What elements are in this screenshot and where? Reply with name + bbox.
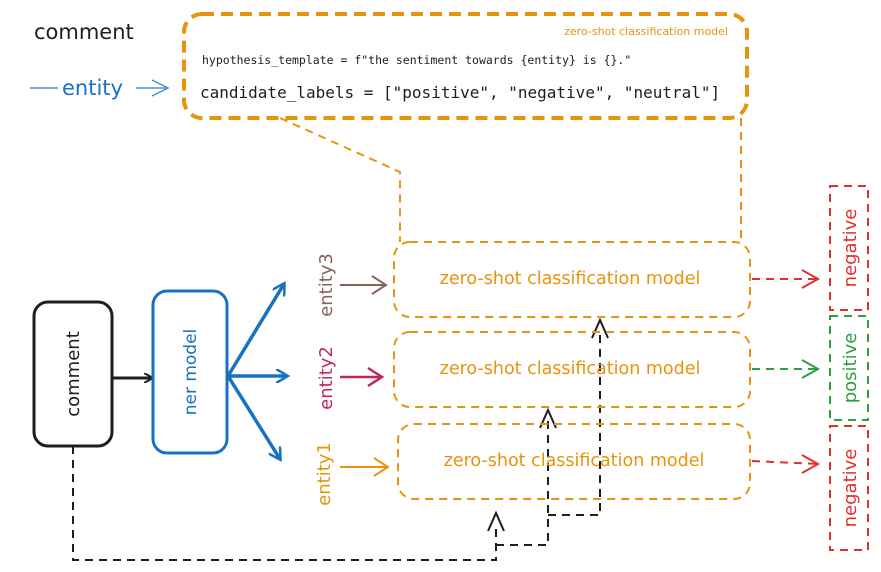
comment-box-label: comment [63,331,84,417]
entity3-arrow [340,275,388,295]
config-box [182,12,749,120]
entity1-label: entity1 [314,442,335,506]
output-box-bottom [829,425,869,551]
legend-comment-label: comment [34,20,134,44]
output-label-top: negative [840,209,861,288]
output-box-middle [829,315,869,421]
classifier-box-top [393,241,751,318]
ner-model-label: ner model [181,329,201,416]
ner-fanout-arrows [226,284,287,459]
classifier-label-top: zero-shot classification model [440,269,701,289]
output-box-top [829,185,869,311]
legend-entity-label: entity [62,76,123,100]
config-box-title: zero-shot classification model [564,25,728,38]
legend-entity-arrow [30,74,170,102]
classifier-label-bottom: zero-shot classification model [444,451,705,471]
entity3-label: entity3 [316,253,337,317]
output-arrow-bottom [751,454,821,474]
comment-to-classifiers-dashed [72,330,601,561]
output-label-middle: positive [840,333,861,404]
config-connector-left [279,117,401,242]
entity1-arrow [340,457,390,477]
classifier-label-middle: zero-shot classification model [440,359,701,379]
output-arrow-middle [752,359,821,379]
output-arrow-top [752,269,821,289]
classifier-box-bottom [397,423,751,500]
entity2-arrow [340,366,385,388]
hypothesis-template-line: hypothesis_template = f"the sentiment to… [202,53,631,67]
ner-model-box [151,289,229,455]
entity2-label: entity2 [316,346,337,410]
output-label-bottom: negative [840,449,861,528]
classifier-box-middle [393,331,751,408]
candidate-labels-line: candidate_labels = ["positive", "negativ… [200,83,720,102]
